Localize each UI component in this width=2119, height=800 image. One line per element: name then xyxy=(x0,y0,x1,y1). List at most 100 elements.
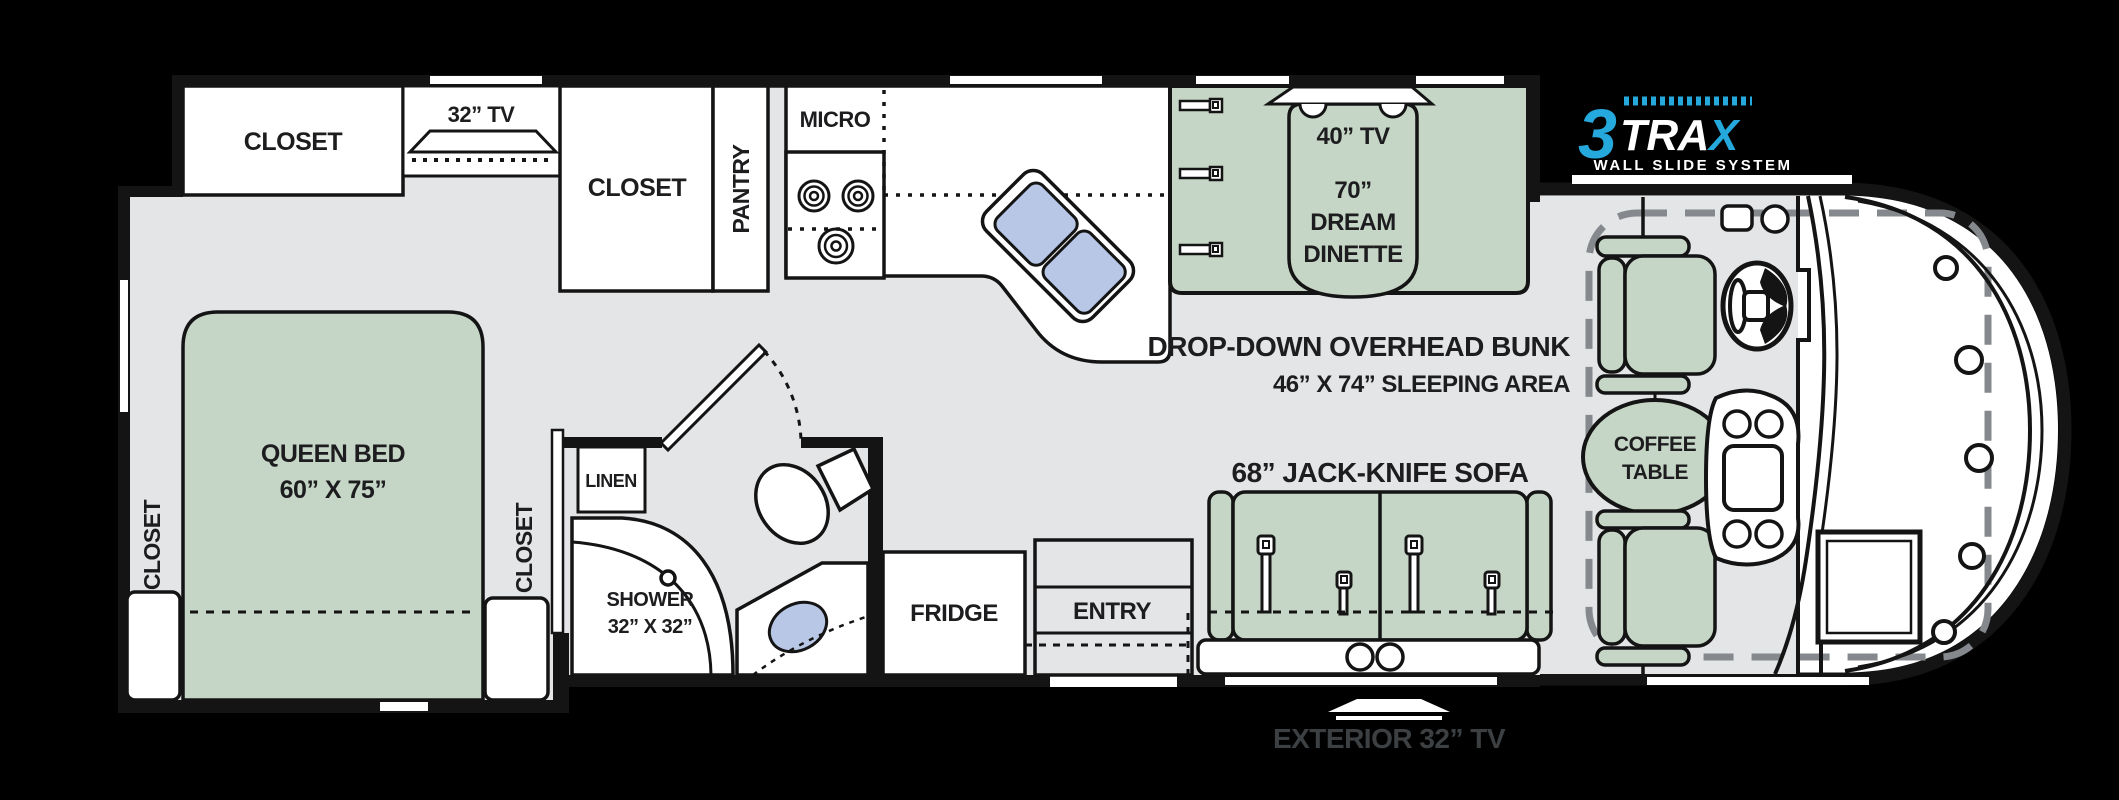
exterior-tv-base xyxy=(1336,716,1442,720)
windshield-line-inner xyxy=(1857,199,2044,669)
bunk-label-2: 46” X 74” SLEEPING AREA xyxy=(1273,371,1570,398)
dinette-tv-label: 40” TV xyxy=(1316,123,1390,150)
front-cap-light-icons xyxy=(1931,255,1994,645)
bedroom-slide-bottom-wall xyxy=(118,700,567,713)
windows xyxy=(120,76,1869,711)
window-sofa-slide xyxy=(1225,677,1497,685)
bedroom-pocket-door xyxy=(550,428,565,635)
window-top-4 xyxy=(1416,76,1504,84)
dinette-size-label: 70” xyxy=(1334,177,1371,204)
window-rear xyxy=(120,280,128,412)
logo-x: X xyxy=(1706,111,1741,160)
top-wall xyxy=(172,75,1540,86)
entry-steps: ENTRY xyxy=(1025,538,1194,677)
linen-cabinet xyxy=(576,445,647,514)
console-cupholder-icon xyxy=(1754,519,1784,549)
exterior-tv: EXTERIOR 32” TV xyxy=(1273,699,1506,754)
tv-bracket-right xyxy=(1378,103,1408,119)
window-top-1 xyxy=(430,76,542,84)
coffee-table-label-1: COFFEE xyxy=(1614,433,1697,456)
logo-tra: TRA xyxy=(1620,111,1709,160)
sofa-armrest-right xyxy=(1525,490,1553,642)
logo-3: 3 xyxy=(1578,95,1617,173)
fridge-label: FRIDGE xyxy=(910,600,998,627)
cab-dome-light-icon xyxy=(1760,204,1790,234)
fridge xyxy=(881,550,1027,677)
bath-bed-connector-wall xyxy=(553,633,569,713)
stove-burners-icon xyxy=(797,179,875,265)
bunk-label-1: DROP-DOWN OVERHEAD BUNK xyxy=(1148,331,1571,362)
bath-top-wall-left xyxy=(563,437,662,448)
bed-label-2: 60” X 75” xyxy=(280,476,387,504)
dashboard-front-curve xyxy=(1773,195,1827,675)
dinette-tv-icon xyxy=(1263,85,1437,106)
dashboard-front-curve-2 xyxy=(1816,195,1839,561)
dinette: 40” TV 70” DREAM DINETTE xyxy=(1168,84,1530,299)
cupholder-left-icon xyxy=(1345,642,1375,672)
linen-label: LINEN xyxy=(585,471,637,491)
cab-contents: COFFEE TABLE xyxy=(1581,195,2044,675)
front-bulkhead-wall xyxy=(1528,75,1540,202)
hall-closet-label: CLOSET xyxy=(588,174,687,202)
toilet-icon xyxy=(754,462,830,546)
bath-fridge-wall xyxy=(868,437,883,677)
svg-text:TRAX: TRAX xyxy=(1620,111,1741,160)
center-console xyxy=(1703,388,1801,567)
console-cupholder-icon xyxy=(1754,409,1784,439)
shower-icon xyxy=(570,516,735,677)
bath-top-wall-right xyxy=(801,437,882,448)
bed-closet-left-door xyxy=(125,590,182,702)
window-top-3 xyxy=(1196,76,1289,84)
toilet-tank xyxy=(815,446,876,513)
vanity-dashed-arc xyxy=(752,615,867,676)
shower-label-1: SHOWER xyxy=(607,589,695,611)
overhead-console-icon xyxy=(1720,204,1754,232)
entry-door-opening xyxy=(1050,675,1177,687)
cab-step-well xyxy=(1815,529,1923,675)
exterior-tv-icon xyxy=(1328,699,1450,712)
exterior-tv-label: EXTERIOR 32” TV xyxy=(1273,723,1506,754)
kitchen-sink-icon xyxy=(980,168,1136,324)
console-cupholder-icon xyxy=(1722,519,1752,549)
dinette-name-label-1: DREAM xyxy=(1310,209,1396,236)
sofa-label: 68” JACK-KNIFE SOFA xyxy=(1232,457,1529,488)
bed-closet-right-door xyxy=(483,596,550,702)
bed-closet-left-label: CLOSET xyxy=(139,499,165,590)
bedroom-top-wall xyxy=(118,186,180,197)
console-cupholder-icon xyxy=(1722,409,1752,439)
sofa-seatbelt-icons xyxy=(1256,534,1501,616)
tv-bracket-left xyxy=(1298,103,1328,119)
entry-label: ENTRY xyxy=(1073,598,1151,625)
dinette-name-label-2: DINETTE xyxy=(1303,241,1403,268)
coffee-table-label-2: TABLE xyxy=(1622,461,1688,484)
bathroom: LINEN SHOWER 32” X 32” xyxy=(570,342,876,677)
passenger-seat xyxy=(1595,509,1717,674)
window-top-2 xyxy=(950,76,1102,84)
trax-logo: 3 TRAX WALL SLIDE SYSTEM xyxy=(1578,95,1793,174)
shower-label-2: 32” X 32” xyxy=(608,616,692,638)
bed-label-1: QUEEN BED xyxy=(261,440,405,468)
bed-closet-right-label: CLOSET xyxy=(511,502,537,593)
stove xyxy=(784,150,886,280)
pantry xyxy=(711,84,770,293)
sofa-armrest-left xyxy=(1207,490,1235,642)
dinette-seatbelt-icons xyxy=(1178,97,1224,258)
window-cab-door xyxy=(1647,677,1869,685)
window-bed-slide xyxy=(380,702,428,711)
tv32-label: 32” TV xyxy=(448,102,516,127)
logo-tagline: WALL SLIDE SYSTEM xyxy=(1594,157,1793,174)
shower-drain-icon xyxy=(659,569,677,587)
kitchen: CLOSET PANTRY MICRO xyxy=(558,84,1172,364)
cab-roof-trim xyxy=(1572,175,1852,184)
sofa: 68” JACK-KNIFE SOFA xyxy=(1196,457,1556,676)
steering-wheel-icon xyxy=(1720,260,1794,352)
top-left-step-wall xyxy=(172,75,183,197)
entry-step-box xyxy=(1033,538,1194,677)
pantry-label: PANTRY xyxy=(728,144,754,233)
queen-bed xyxy=(181,310,485,702)
dashboard-edge-line xyxy=(1796,196,1811,674)
bedroom: CLOSET 32” TV QUEEN BED 60” X 75” CLOSET… xyxy=(125,84,565,702)
micro-label: MICRO xyxy=(800,107,871,132)
